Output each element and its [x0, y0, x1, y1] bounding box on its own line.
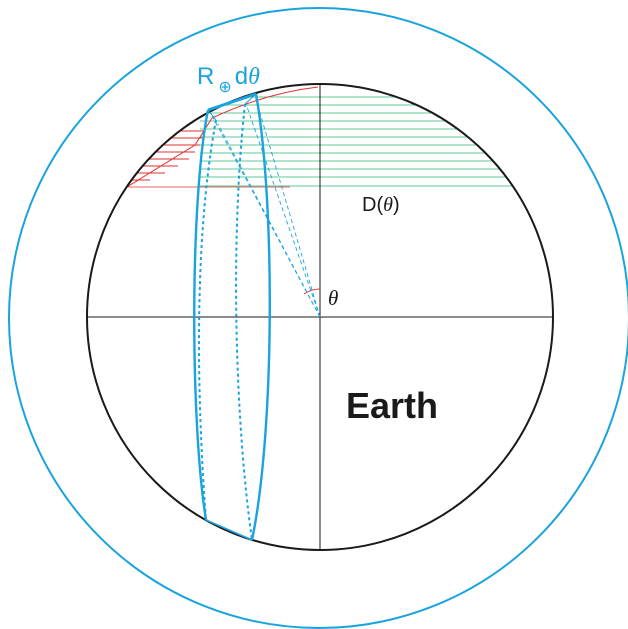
- depth-curve: [126, 86, 319, 188]
- depth-hatching-green: [200, 96, 553, 187]
- ring-left-hidden-edge: [198, 119, 217, 521]
- depth-hatching-red: [132, 130, 204, 181]
- angle-arc: [303, 288, 321, 295]
- outer-circle: [8, 7, 628, 629]
- ring-right-hidden-edge: [235, 103, 253, 541]
- radial-dashed-lines: [209, 95, 321, 318]
- ring-right-front-edge: [250, 93, 271, 541]
- ring-top-edge: [207, 92, 257, 112]
- depth-label: D(θ): [362, 194, 400, 216]
- angle-label: θ: [328, 286, 338, 310]
- ring-bottom-edge: [205, 519, 253, 541]
- ring-left-front-edge: [193, 109, 210, 521]
- earth-label: Earth: [346, 385, 438, 426]
- ring-band: [193, 92, 271, 541]
- ring-width-label: R⊕dθ: [197, 63, 260, 96]
